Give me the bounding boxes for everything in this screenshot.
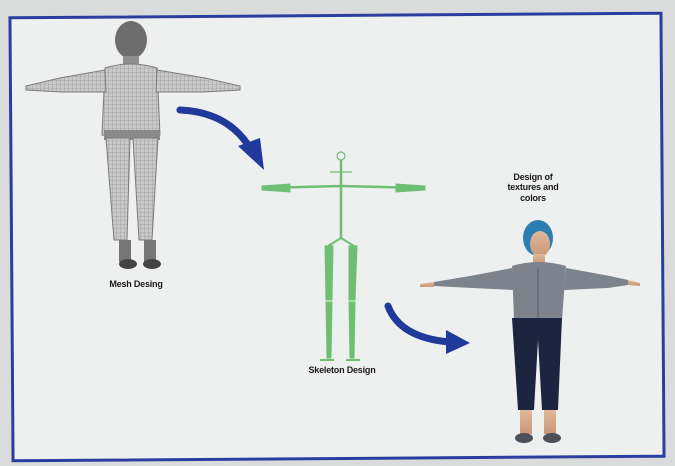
arrow-skeleton-to-texture bbox=[388, 306, 470, 354]
texture-design-label: Design of textures and colors bbox=[498, 172, 568, 203]
mesh-figure bbox=[26, 21, 240, 269]
skeleton-design-label: Skeleton Design bbox=[292, 365, 392, 375]
textured-figure bbox=[420, 220, 640, 443]
mesh-design-label: Mesh Desing bbox=[96, 279, 176, 289]
arrow-mesh-to-skeleton bbox=[180, 110, 264, 170]
